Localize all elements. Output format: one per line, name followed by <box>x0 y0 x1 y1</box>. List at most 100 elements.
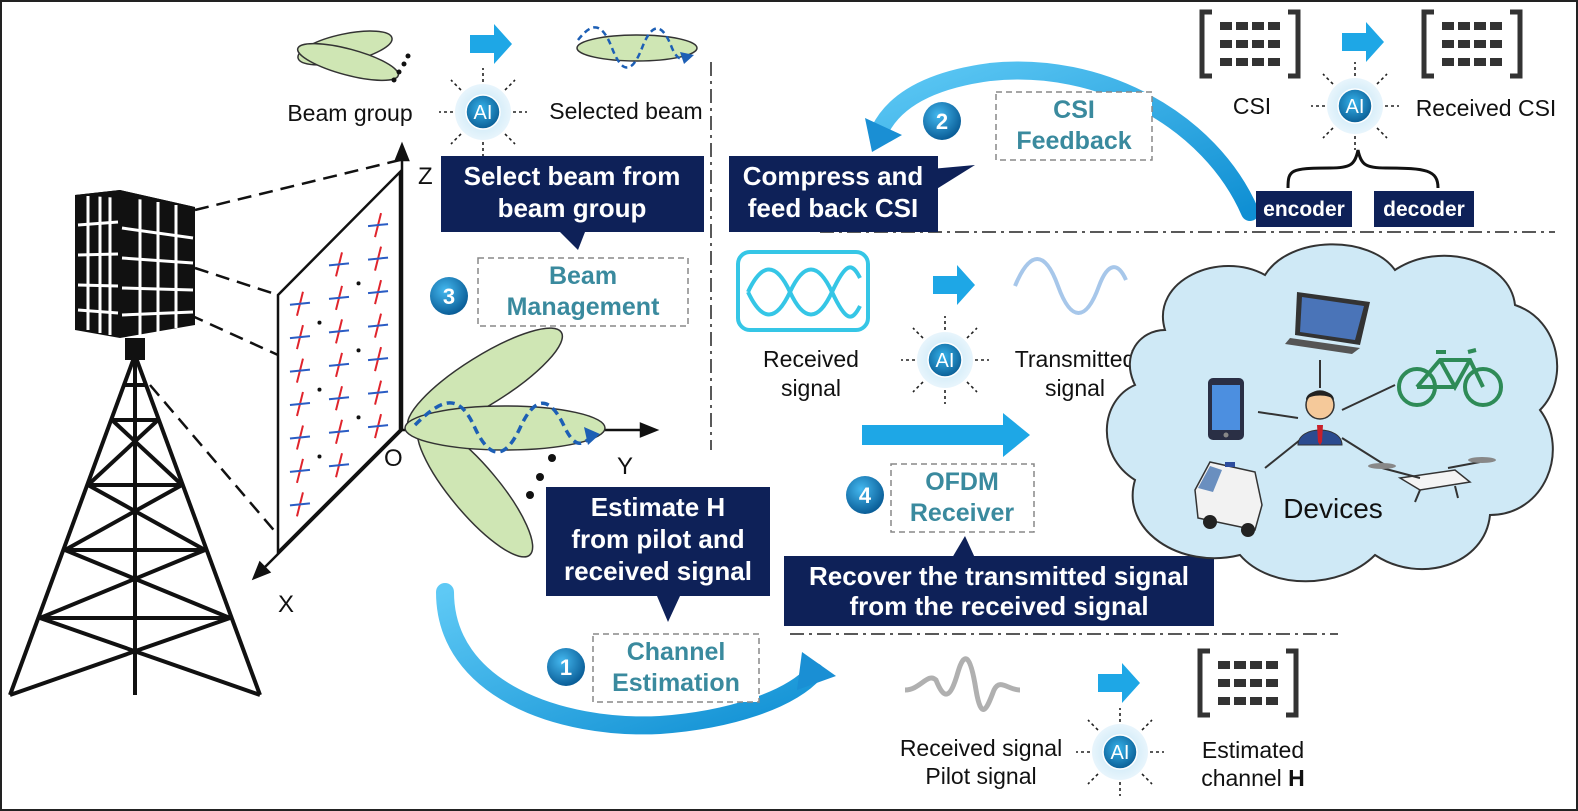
ai-label: AI <box>936 350 955 372</box>
csi-step: 2 CSI Feedback <box>923 91 1153 161</box>
csi-feedback-arrowhead <box>865 118 902 152</box>
ai-label: AI <box>1346 96 1365 118</box>
ofdm-step: 4 OFDM Receiver <box>846 463 1035 533</box>
beam-management-title-1: Beam <box>549 262 617 290</box>
user-avatar-icon <box>1297 390 1343 446</box>
beam-management-step: 3 Beam Management <box>430 257 689 327</box>
beam-callout: Select beam from beam group <box>441 156 704 250</box>
antenna-element-pol-b <box>328 262 350 267</box>
beam-callout-line-2: beam group <box>498 193 647 223</box>
ofdm-receiver-title-1: OFDM <box>925 468 999 496</box>
selected-beam-icon <box>576 26 698 69</box>
beam-group-icon <box>296 30 411 83</box>
decoder-label: decoder <box>1383 198 1465 221</box>
csi-callout-line-1: Compress and <box>743 161 924 191</box>
ai-badge-beam: AI <box>438 67 528 157</box>
channel-estimation-title-2: Estimation <box>612 669 740 697</box>
ai-badge-channel: AI <box>1075 707 1165 797</box>
csi-label: CSI <box>1233 93 1271 119</box>
antenna-elements <box>289 212 389 517</box>
csi-feedback-curve <box>871 61 1259 221</box>
selected-beam-label: Selected beam <box>549 98 702 124</box>
y-axis-label: Y <box>617 453 633 480</box>
antenna-element-pol-b <box>367 223 389 228</box>
antenna-array-plane <box>251 141 660 581</box>
estimated-label-1: Estimated <box>1202 737 1304 763</box>
antenna-element-pol-b <box>289 435 311 440</box>
bicycle-icon <box>1397 348 1503 407</box>
step-number-4: 4 <box>859 483 872 508</box>
ofdm-received-label-1: Received <box>763 346 859 372</box>
to-devices-arrow <box>862 413 1030 457</box>
encoder-decoder-brace <box>1286 149 1440 189</box>
beam-callout-line-1: Select beam from <box>464 161 681 191</box>
ellipsis-dot <box>356 281 361 286</box>
laptop-icon <box>1285 292 1370 354</box>
antenna-element-pol-b <box>328 362 350 367</box>
ellipsis-dot <box>317 387 322 392</box>
received-signal-icon <box>736 250 870 332</box>
channel-callout: Estimate H from pilot and received signa… <box>546 487 770 622</box>
police-van-icon <box>1194 461 1263 537</box>
ellipsis-dot <box>356 415 361 420</box>
ai-label: AI <box>1111 742 1130 764</box>
antenna-element-pol-b <box>367 323 389 328</box>
antenna-element-pol-b <box>328 396 350 401</box>
section-dividers <box>710 62 1555 635</box>
csi-arrow-icon <box>1342 22 1384 62</box>
ofdm-callout: Recover the transmitted signal from the … <box>784 536 1214 626</box>
ai-label: AI <box>474 102 493 124</box>
antenna-element-pol-b <box>367 424 389 429</box>
estimated-channel-matrix-icon <box>1200 651 1296 715</box>
ai-badge-csi: AI <box>1310 61 1400 151</box>
ai-badge-ofdm: AI <box>900 315 990 405</box>
antenna-element-pol-b <box>328 329 350 334</box>
antenna-element-pol-b <box>289 301 311 306</box>
ellipsis-dot <box>317 320 322 325</box>
channel-callout-line-2: from pilot and <box>571 524 744 554</box>
transmitted-signal-icon <box>1013 257 1128 315</box>
origin-label: O <box>384 445 403 472</box>
received-signal-label: Received signal <box>900 735 1062 761</box>
antenna-element-pol-b <box>289 335 311 340</box>
drone-icon <box>1368 457 1496 503</box>
estimated-channel-word: channel <box>1201 765 1282 791</box>
estimated-label-2: channel H <box>1201 765 1305 791</box>
antenna-element-pol-b <box>328 463 350 468</box>
encoder-label: encoder <box>1263 198 1345 221</box>
step-number-3: 3 <box>443 284 455 309</box>
channel-callout-line-1: Estimate H <box>591 492 725 522</box>
pilot-signal-icon <box>904 656 1021 712</box>
ellipsis-dot <box>356 348 361 353</box>
step-number-2: 2 <box>936 109 948 134</box>
antenna-element-pol-b <box>367 256 389 261</box>
csi-feedback-title-1: CSI <box>1053 96 1095 124</box>
encoder-tag: encoder <box>1256 191 1352 227</box>
antenna-element-pol-b <box>289 368 311 373</box>
antenna-element-pol-b <box>367 290 389 295</box>
ellipsis-dot <box>317 454 322 459</box>
received-csi-matrix-icon <box>1424 12 1520 76</box>
beam-management-title-2: Management <box>507 293 660 321</box>
step-number-1: 1 <box>560 655 572 680</box>
smartphone-icon <box>1208 378 1244 440</box>
ofdm-callout-line-2: from the received signal <box>849 591 1148 621</box>
received-csi-label: Received CSI <box>1416 95 1557 121</box>
ofdm-transmitted-label-1: Transmitted <box>1015 346 1136 372</box>
antenna-element-pol-b <box>328 429 350 434</box>
x-axis-label: X <box>278 591 294 618</box>
channel-estimation-arrowhead <box>797 652 836 690</box>
antenna-element-pol-b <box>328 295 350 300</box>
antenna-element-pol-b <box>367 357 389 362</box>
csi-matrix-icon <box>1202 12 1298 76</box>
beam-group-label: Beam group <box>287 100 412 126</box>
ofdm-callout-line-1: Recover the transmitted signal <box>809 561 1189 591</box>
ofdm-transmitted-label-2: signal <box>1045 375 1105 401</box>
csi-callout-line-2: feed back CSI <box>748 193 919 223</box>
z-axis-label: Z <box>418 163 433 190</box>
pilot-signal-label: Pilot signal <box>925 763 1036 789</box>
csi-callout: Compress and feed back CSI <box>729 156 975 232</box>
antenna-element-pol-b <box>289 502 311 507</box>
